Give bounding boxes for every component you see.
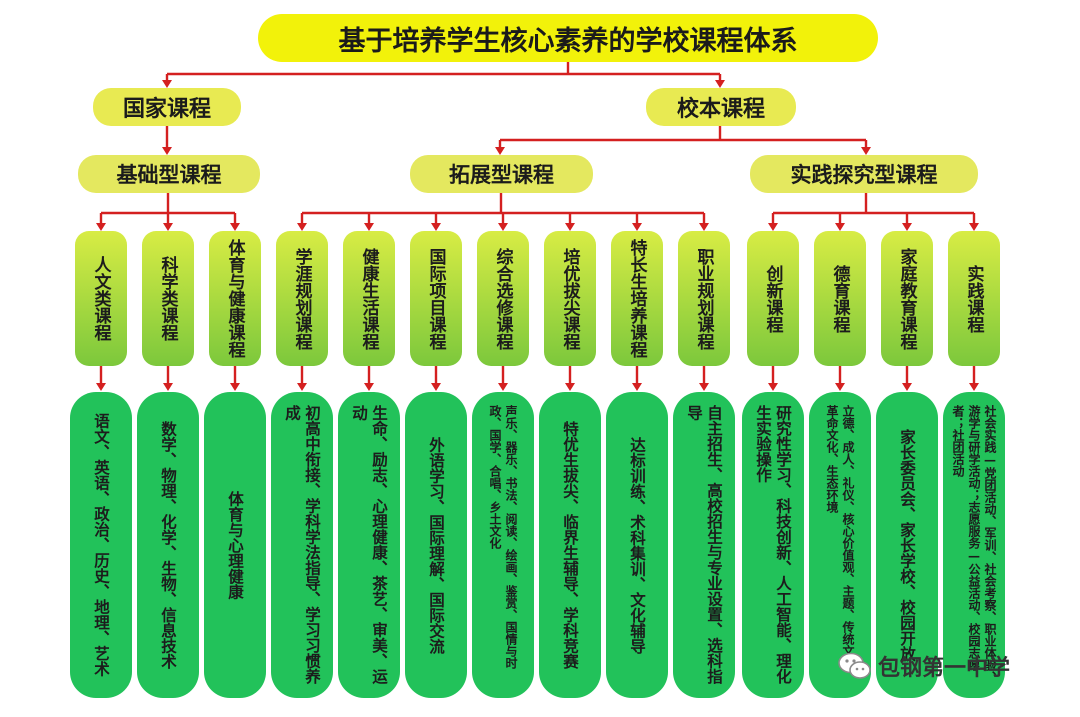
connector-arrowhead [297, 383, 307, 391]
national-curriculum-node: 国家课程 [93, 88, 241, 126]
connector-arrowhead [297, 223, 307, 231]
connector-arrowhead [163, 223, 173, 231]
detail-box-humanities: 语文、英语、政治、历史、地理、艺术 [70, 392, 132, 698]
detail-box-special-talent: 达标训练、术科集训、文化辅导 [606, 392, 668, 698]
connector-arrowhead [162, 80, 172, 88]
detail-box-top-talent: 特优生拔尖、临界生辅导、学科竞赛 [539, 392, 601, 698]
connector-arrowhead [364, 383, 374, 391]
watermark-text: 包钢第一中学 [878, 656, 1011, 681]
detail-box-vocational-planning: 自主招生、高校招生与专业设置、选科指导 [673, 392, 735, 698]
column-header-career-planning: 学涯规划课程 [276, 231, 328, 366]
connector-arrowhead [364, 223, 374, 231]
connector-arrowhead [565, 383, 575, 391]
connector-arrowhead [768, 383, 778, 391]
connector-arrowhead [96, 223, 106, 231]
chart-title: 基于培养学生核心素养的学校课程体系 [258, 14, 878, 62]
column-header-special-talent: 特长生培养课程 [611, 231, 663, 366]
detail-box-pe-health: 体育与心理健康 [204, 392, 266, 698]
connector-arrowhead [632, 223, 642, 231]
connector-arrowhead [835, 383, 845, 391]
column-header-international: 国际项目课程 [410, 231, 462, 366]
connector-arrowhead [565, 223, 575, 231]
connector-arrowhead [768, 223, 778, 231]
connector-arrowhead [495, 147, 505, 155]
connector-arrowhead [498, 383, 508, 391]
detail-box-healthy-life: 生命、励志、心理健康、茶艺、审美、运动 [338, 392, 400, 698]
detail-box-family-education: 家长委员会、家长学校、校园开放 [876, 392, 938, 698]
column-header-electives: 综合选修课程 [477, 231, 529, 366]
connector-arrowhead [230, 383, 240, 391]
detail-box-science: 数学、物理、化学、生物、信息技术 [137, 392, 199, 698]
column-header-moral-education: 德育课程 [814, 231, 866, 366]
connector-arrowhead [699, 383, 709, 391]
column-header-vocational-planning: 职业规划课程 [678, 231, 730, 366]
detail-box-innovation: 研究性学习、科技创新、人工智能、理化生实验操作 [742, 392, 804, 698]
basic-curriculum-node: 基础型课程 [78, 155, 260, 193]
wechat-watermark: 包钢第一中学 [838, 650, 1010, 682]
connector-arrowhead [902, 383, 912, 391]
connector-arrowhead [969, 383, 979, 391]
connector-arrowhead [699, 223, 709, 231]
column-header-top-talent: 培优拔尖课程 [544, 231, 596, 366]
column-header-practice: 实践课程 [948, 231, 1000, 366]
detail-box-practice: 社会实践—党团活动、军训、社会考察、职业体验、游学与研学活动；志愿服务—公益活动… [943, 392, 1005, 698]
column-header-science: 科学类课程 [142, 231, 194, 366]
connector-arrowhead [163, 383, 173, 391]
connector-arrowhead [861, 147, 871, 155]
detail-box-moral-education: 立德、成人、礼仪、核心价值观、主题、传统文化、革命文化、生态环境 [809, 392, 871, 698]
column-header-pe-health: 体育与健康课程 [209, 231, 261, 366]
column-header-innovation: 创新课程 [747, 231, 799, 366]
connector-arrowhead [715, 80, 725, 88]
connector-arrowhead [431, 223, 441, 231]
extended-curriculum-node: 拓展型课程 [410, 155, 593, 193]
connector-arrowhead [96, 383, 106, 391]
detail-box-international: 外语学习、国际理解、国际交流 [405, 392, 467, 698]
connector-arrowhead [902, 223, 912, 231]
connector-arrowhead [835, 223, 845, 231]
column-header-humanities: 人文类课程 [75, 231, 127, 366]
connector-arrowhead [230, 223, 240, 231]
practice-research-curriculum-node: 实践探究型课程 [750, 155, 978, 193]
connector-arrowhead [431, 383, 441, 391]
column-header-family-education: 家庭教育课程 [881, 231, 933, 366]
school-curriculum-node: 校本课程 [646, 88, 796, 126]
detail-box-career-planning: 初高中衔接、学科学法指导、学习习惯养成 [271, 392, 333, 698]
connector-arrowhead [632, 383, 642, 391]
wechat-icon [838, 652, 871, 679]
connector-arrowhead [162, 147, 172, 155]
connector-arrowhead [498, 223, 508, 231]
detail-box-electives: 声乐、器乐、书法、阅读、绘画、鉴赏、国情与时政、国学、合唱、乡土文化 [472, 392, 534, 698]
column-header-healthy-life: 健康生活课程 [343, 231, 395, 366]
connector-arrowhead [969, 223, 979, 231]
